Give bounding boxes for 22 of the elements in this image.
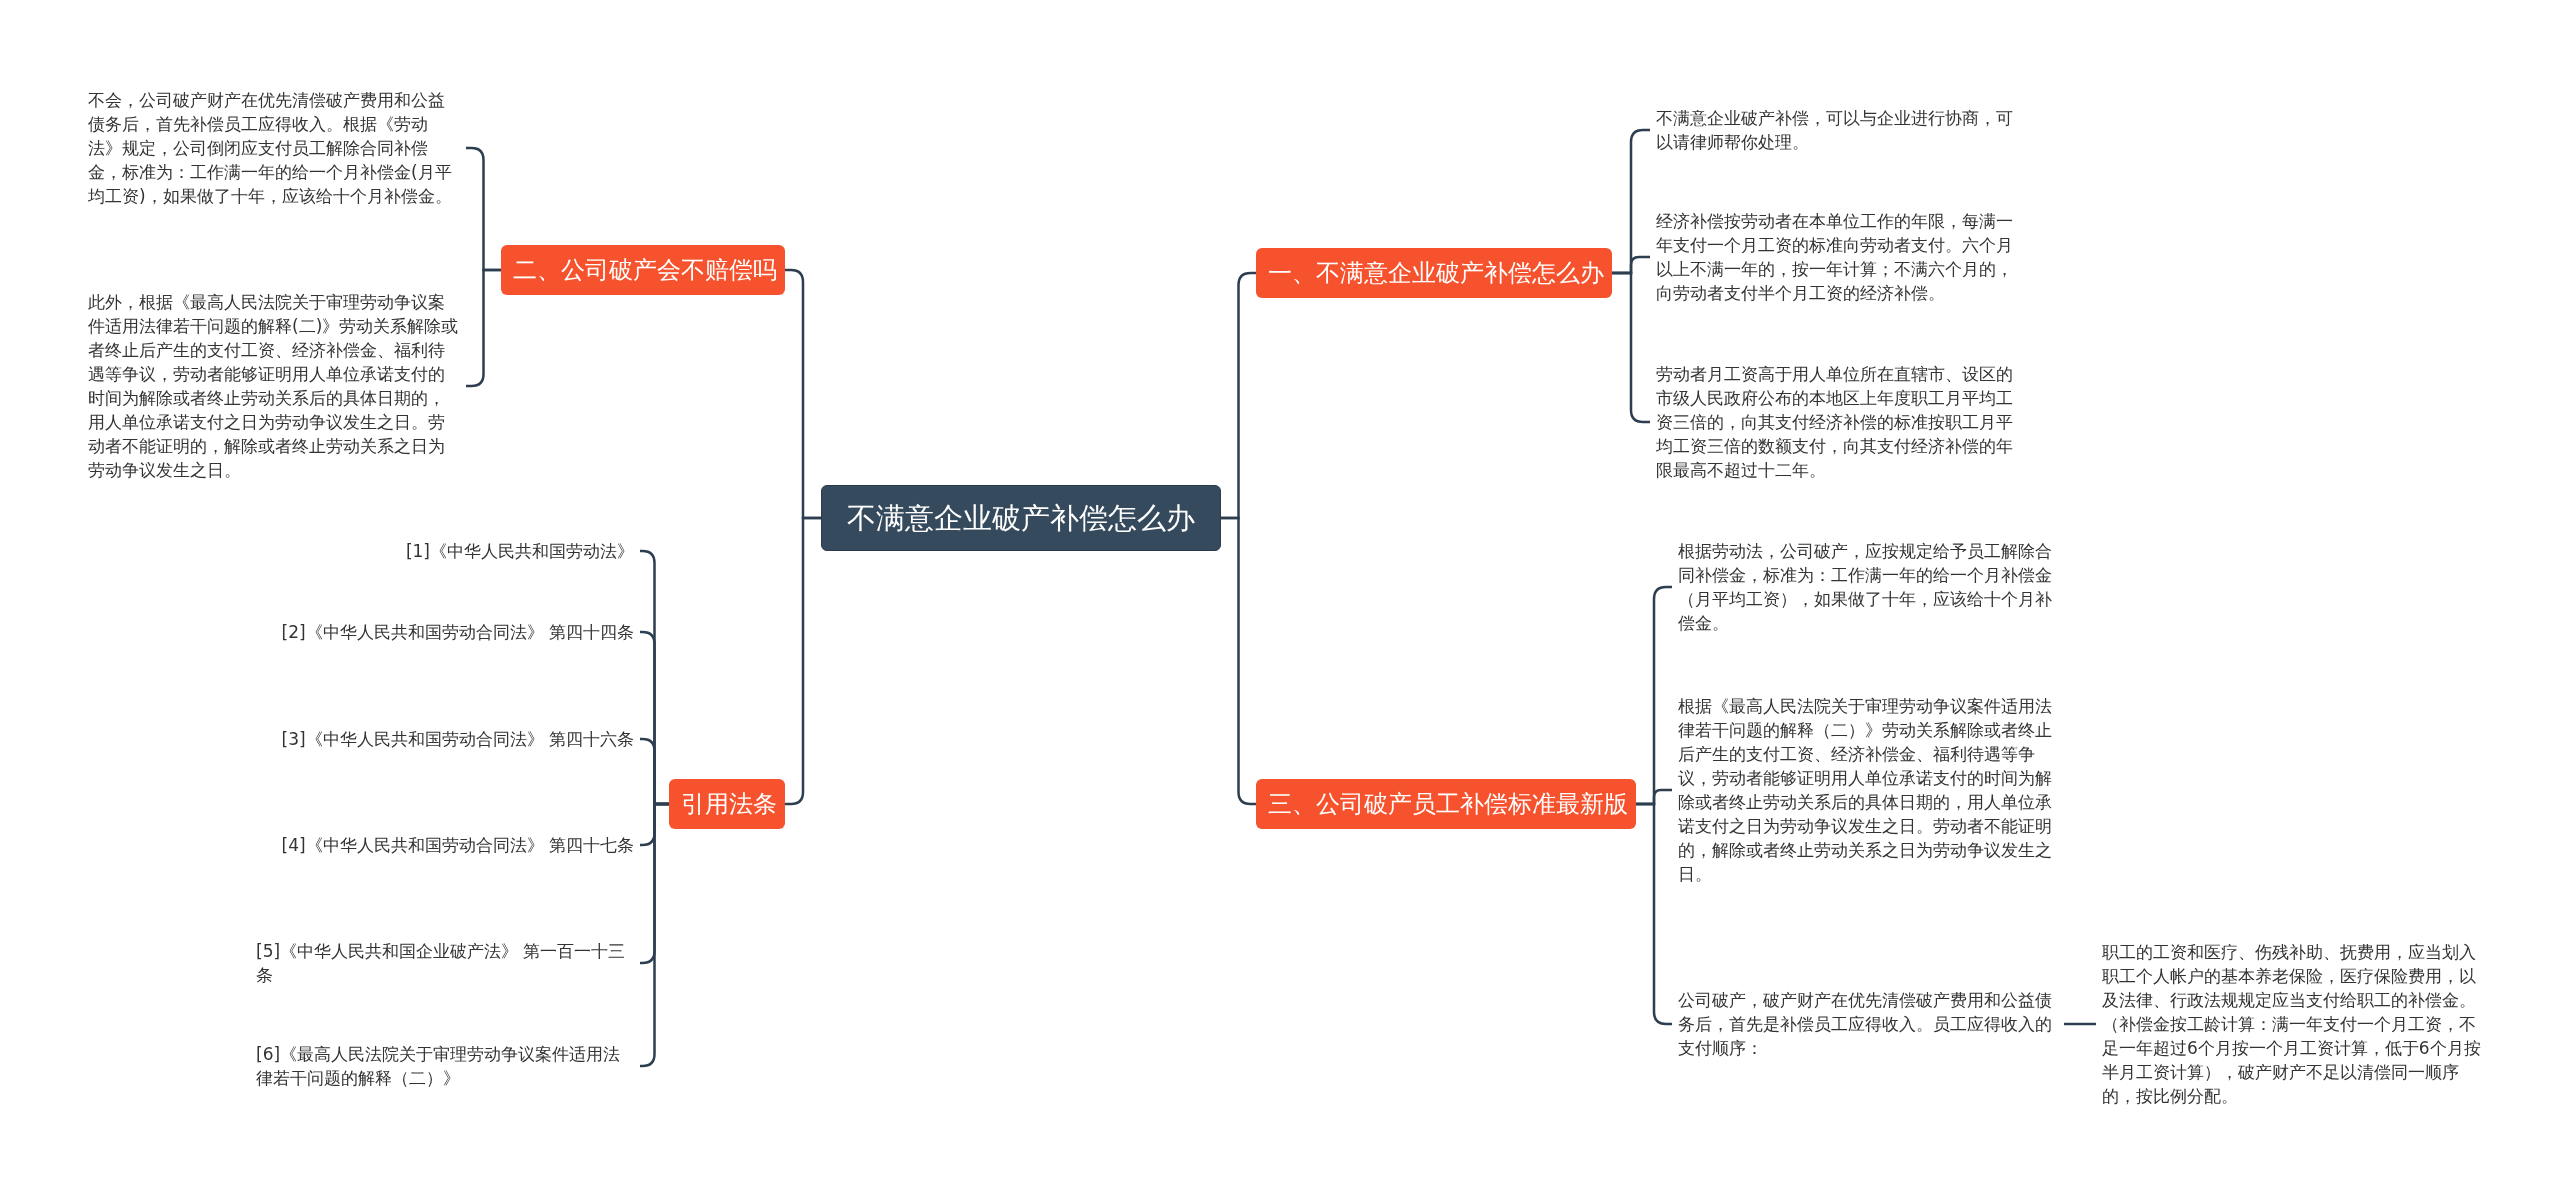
reference-text: [3]《中华人民共和国劳动合同法》 第四十六条	[275, 725, 640, 753]
connector-line	[2064, 1022, 2096, 1026]
connector-line	[640, 802, 669, 1068]
leaf-text: 根据劳动法，公司破产，应按规定给予员工解除合同补偿金，标准为：工作满一年的给一个月补偿金（月平均工资），如果做了十年，应该给十个月补偿金。	[1672, 537, 2064, 637]
leaf-text: 不满意企业破产补偿，可以与企业进行协商，可以请律师帮你处理。	[1650, 104, 2034, 156]
reference-text: [1]《中华人民共和国劳动法》	[399, 537, 640, 565]
leaf-text: 此外，根据《最高人民法院关于审理劳动争议案件适用法律若干问题的解释(二)》劳动关系解除或者终止后产生的支付工资、经济补偿金、福利待遇等争议，劳动者能够证明用人单位承诺支付的时间为解除或者终止劳动关系后的具体日期的，用人单位承诺支付之日为劳动争议发生之日。劳动者不能证明的，解除或者终止劳动关系之日为劳动争议发生之日。	[82, 288, 466, 484]
reference-text: [4]《中华人民共和国劳动合同法》 第四十七条	[275, 831, 640, 859]
leaf-text: 劳动者月工资高于用人单位所在直辖市、设区的市级人民政府公布的本地区上年度职工月平均工资三倍的，向其支付经济补偿的标准按职工月平均工资三倍的数额支付，向其支付经济补偿的年限最高不超过十二年。	[1650, 360, 2034, 484]
branch-topic: 三、公司破产员工补偿标准最新版	[1256, 779, 1636, 829]
branch-topic: 二、公司破产会不赔偿吗	[501, 245, 785, 295]
branch-topic: 引用法条	[669, 779, 785, 829]
leaf-text: 公司破产，破产财产在优先清偿破产费用和公益债务后，首先是补偿员工应得收入。员工应得收入的支付顺序：	[1672, 986, 2064, 1062]
leaf-text: 不会，公司破产财产在优先清偿破产费用和公益债务后，首先补偿员工应得收入。根据《劳动法》规定，公司倒闭应支付员工解除合同补偿金，标准为：工作满一年的给一个月补偿金(月平均工资)，如果做了十年，应该给十个月补偿金。	[82, 86, 466, 210]
reference-text: [6]《最高人民法院关于审理劳动争议案件适用法律若干问题的解释（二）》	[250, 1040, 640, 1092]
central-topic: 不满意企业破产补偿怎么办	[821, 485, 1221, 551]
leaf-text: 经济补偿按劳动者在本单位工作的年限，每满一年支付一个月工资的标准向劳动者支付。六个月以上不满一年的，按一年计算；不满六个月的，向劳动者支付半个月工资的经济补偿。	[1650, 207, 2034, 307]
reference-text: [2]《中华人民共和国劳动合同法》 第四十四条	[275, 618, 640, 646]
reference-text: [5]《中华人民共和国企业破产法》 第一百一十三条	[250, 937, 640, 989]
leaf-text: 根据《最高人民法院关于审理劳动争议案件适用法律若干问题的解释（二）》劳动关系解除或者终止后产生的支付工资、经济补偿金、福利待遇等争议，劳动者能够证明用人单位承诺支付的时间为解除或者终止劳动关系后的具体日期的，用人单位承诺支付之日为劳动争议发生之日。劳动者不能证明的，解除或者终止劳动关系之日为劳动争议发生之日。	[1672, 692, 2064, 888]
leaf-text: 职工的工资和医疗、伤残补助、抚费用，应当划入职工个人帐户的基本养老保险，医疗保险费用，以及法律、行政法规规定应当支付给职工的补偿金。（补偿金按工龄计算：满一年支付一个月工资，不足一年超过6个月按一个月工资计算，低于6个月按半月工资计算），破产财产不足以清偿同一顺序的，按比例分配。	[2096, 938, 2488, 1110]
branch-topic: 一、不满意企业破产补偿怎么办	[1256, 248, 1612, 298]
